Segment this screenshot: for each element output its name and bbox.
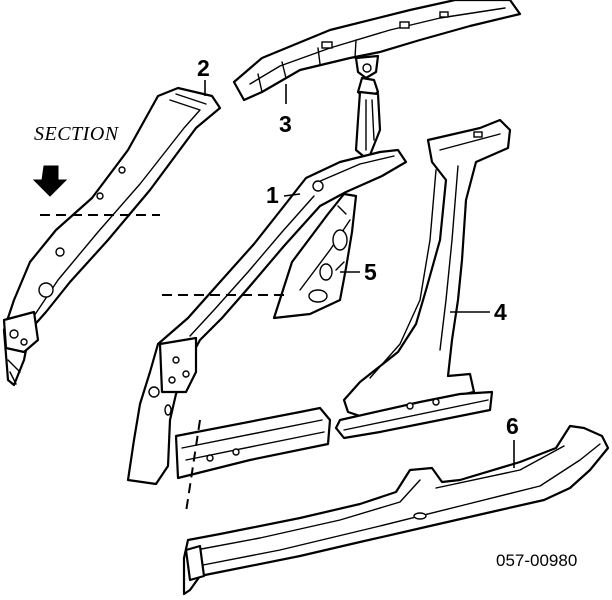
leader-lines — [204, 80, 515, 468]
section-lines — [40, 214, 290, 513]
b-pillar-inner-upper — [354, 90, 382, 162]
part-1-front-pillar — [126, 148, 408, 486]
part-3-roof-rail — [232, 0, 522, 102]
callout-4: 4 — [494, 299, 507, 325]
section-label: SECTION — [34, 123, 120, 145]
callout-3: 3 — [279, 111, 292, 137]
callout-5: 5 — [364, 259, 377, 285]
part-6-rocker-panel — [182, 424, 610, 596]
section-arrow-icon — [32, 165, 68, 197]
part-5-pillar-reinforcement — [272, 192, 358, 320]
callout-6: 6 — [506, 413, 519, 439]
part-2-a-pillar-inner — [2, 86, 222, 387]
callout-2: 2 — [197, 55, 210, 81]
diagram-code: 057-00980 — [496, 551, 577, 570]
part-4-center-pillar — [334, 118, 512, 440]
callout-1: 1 — [266, 182, 279, 208]
